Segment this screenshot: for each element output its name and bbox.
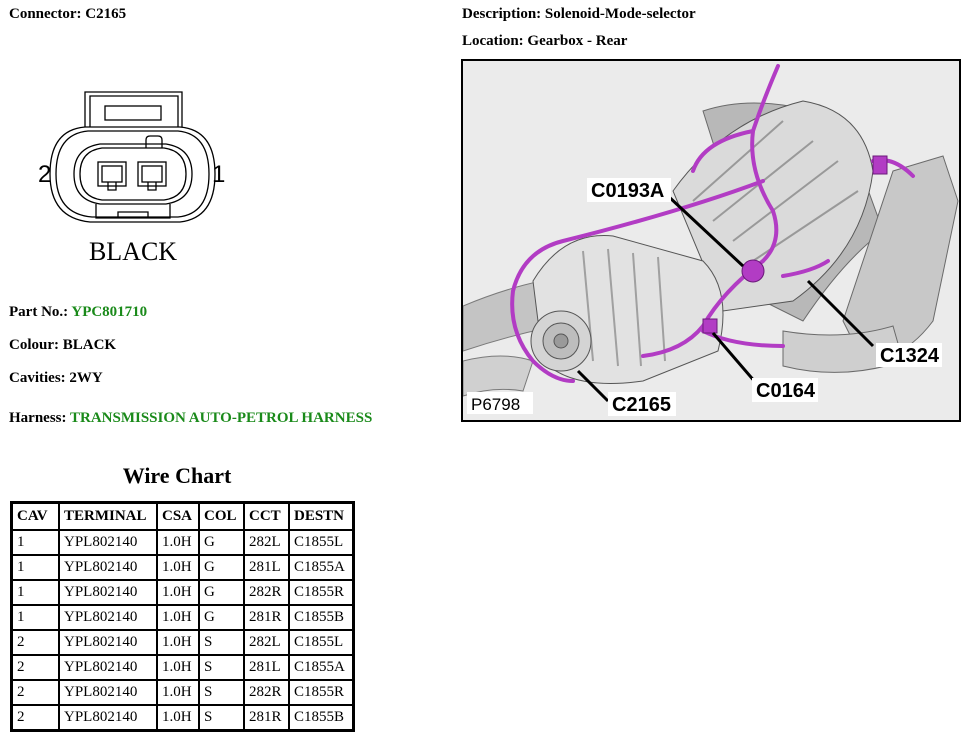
colour-label: Colour: — [9, 337, 59, 353]
table-row: 1 YPL802140 1.0H G 281L C1855A — [10, 554, 355, 581]
cell-terminal: YPL802140 — [58, 654, 158, 681]
cell-destn: C1855L — [288, 629, 355, 656]
harness-line: Harness: TRANSMISSION AUTO-PETROL HARNES… — [9, 410, 372, 427]
part-no-link[interactable]: YPC801710 — [71, 304, 148, 320]
callout-c1324: C1324 — [880, 345, 940, 367]
cell-terminal: YPL802140 — [58, 679, 158, 706]
connector-face-drawing: 2 1 BLACK — [38, 91, 225, 266]
cell-col: G — [198, 554, 245, 581]
pin-2-label: 2 — [38, 161, 51, 188]
harness-label: Harness: — [9, 410, 67, 426]
cell-terminal: YPL802140 — [58, 579, 158, 606]
cell-csa: 1.0H — [156, 554, 200, 581]
cell-cct: 282R — [243, 579, 290, 606]
cell-terminal: YPL802140 — [58, 604, 158, 631]
table-row: 2 YPL802140 1.0H S 281R C1855B — [10, 704, 355, 732]
table-row: 1 YPL802140 1.0H G 282L C1855L — [10, 529, 355, 556]
table-row: 2 YPL802140 1.0H S 282R C1855R — [10, 679, 355, 706]
wire-chart-table: CAV TERMINAL CSA COL CCT DESTN 1 YPL8021… — [10, 501, 355, 732]
cell-destn: C1855B — [288, 704, 355, 732]
location-line: Location: Gearbox - Rear — [462, 33, 627, 50]
location-value: Gearbox - Rear — [527, 33, 628, 49]
cell-cav: 2 — [10, 704, 60, 732]
cell-terminal: YPL802140 — [58, 554, 158, 581]
part-no-label: Part No.: — [9, 304, 69, 320]
cell-csa: 1.0H — [156, 679, 200, 706]
cell-destn: C1855A — [288, 654, 355, 681]
description-label: Description: — [462, 6, 542, 22]
cell-cav: 2 — [10, 654, 60, 681]
cell-terminal: YPL802140 — [58, 629, 158, 656]
connector-label: Connector: — [9, 6, 82, 22]
cell-destn: C1855R — [288, 579, 355, 606]
cell-cav: 1 — [10, 579, 60, 606]
cell-cct: 281R — [243, 704, 290, 732]
cell-csa: 1.0H — [156, 604, 200, 631]
cell-terminal: YPL802140 — [58, 704, 158, 732]
cavities-value: 2WY — [69, 370, 103, 386]
header-terminal: TERMINAL — [58, 501, 158, 531]
cell-destn: C1855R — [288, 679, 355, 706]
cell-csa: 1.0H — [156, 579, 200, 606]
photo-reference: P6798 — [471, 395, 520, 414]
cell-cct: 282L — [243, 529, 290, 556]
header-cct: CCT — [243, 501, 290, 531]
wire-chart-title: Wire Chart — [122, 463, 232, 488]
header-col: COL — [198, 501, 245, 531]
cell-destn: C1855L — [288, 529, 355, 556]
description-value: Solenoid-Mode-selector — [544, 6, 696, 22]
table-row: 2 YPL802140 1.0H S 282L C1855L — [10, 629, 355, 656]
cell-cct: 281R — [243, 604, 290, 631]
cell-cav: 1 — [10, 554, 60, 581]
cell-csa: 1.0H — [156, 654, 200, 681]
location-photo: C0193A C1324 C0164 C2165 P6798 — [461, 59, 961, 422]
cavities-label: Cavities: — [9, 370, 66, 386]
cell-destn: C1855A — [288, 554, 355, 581]
cell-cct: 281L — [243, 554, 290, 581]
pin-1-label: 1 — [212, 161, 225, 188]
callout-c2165: C2165 — [612, 394, 671, 416]
callout-c0164: C0164 — [756, 380, 816, 402]
cell-csa: 1.0H — [156, 529, 200, 556]
cell-csa: 1.0H — [156, 704, 200, 732]
cell-cav: 2 — [10, 679, 60, 706]
cell-cav: 2 — [10, 629, 60, 656]
connector-value: C2165 — [85, 6, 127, 22]
cell-col: S — [198, 629, 245, 656]
colour-value: BLACK — [62, 337, 117, 353]
gearbox-illustration: C0193A C1324 C0164 C2165 P6798 — [463, 61, 959, 420]
header-destn: DESTN — [288, 501, 355, 531]
cell-destn: C1855B — [288, 604, 355, 631]
part-no-line: Part No.: YPC801710 — [9, 304, 147, 321]
cell-col: S — [198, 679, 245, 706]
cell-col: S — [198, 704, 245, 732]
header-cav: CAV — [10, 501, 60, 531]
location-label: Location: — [462, 33, 524, 49]
cell-cct: 282R — [243, 679, 290, 706]
table-row: 2 YPL802140 1.0H S 281L C1855A — [10, 654, 355, 681]
cell-col: S — [198, 654, 245, 681]
cell-cav: 1 — [10, 529, 60, 556]
table-row: 1 YPL802140 1.0H G 282R C1855R — [10, 579, 355, 606]
callout-c0193a: C0193A — [591, 180, 664, 202]
description-line: Description: Solenoid-Mode-selector — [462, 6, 696, 23]
cell-col: G — [198, 529, 245, 556]
cell-terminal: YPL802140 — [58, 529, 158, 556]
colour-line: Colour: BLACK — [9, 337, 116, 354]
connector-line: Connector: C2165 — [9, 6, 126, 23]
cavities-line: Cavities: 2WY — [9, 370, 103, 387]
harness-link[interactable]: TRANSMISSION AUTO-PETROL HARNESS — [69, 410, 373, 426]
connector-colour-caption: BLACK — [89, 237, 177, 266]
table-row: 1 YPL802140 1.0H G 281R C1855B — [10, 604, 355, 631]
cell-cct: 281L — [243, 654, 290, 681]
header-csa: CSA — [156, 501, 200, 531]
table-header-row: CAV TERMINAL CSA COL CCT DESTN — [10, 501, 355, 531]
cell-col: G — [198, 579, 245, 606]
cell-cct: 282L — [243, 629, 290, 656]
cell-cav: 1 — [10, 604, 60, 631]
cell-col: G — [198, 604, 245, 631]
cell-csa: 1.0H — [156, 629, 200, 656]
